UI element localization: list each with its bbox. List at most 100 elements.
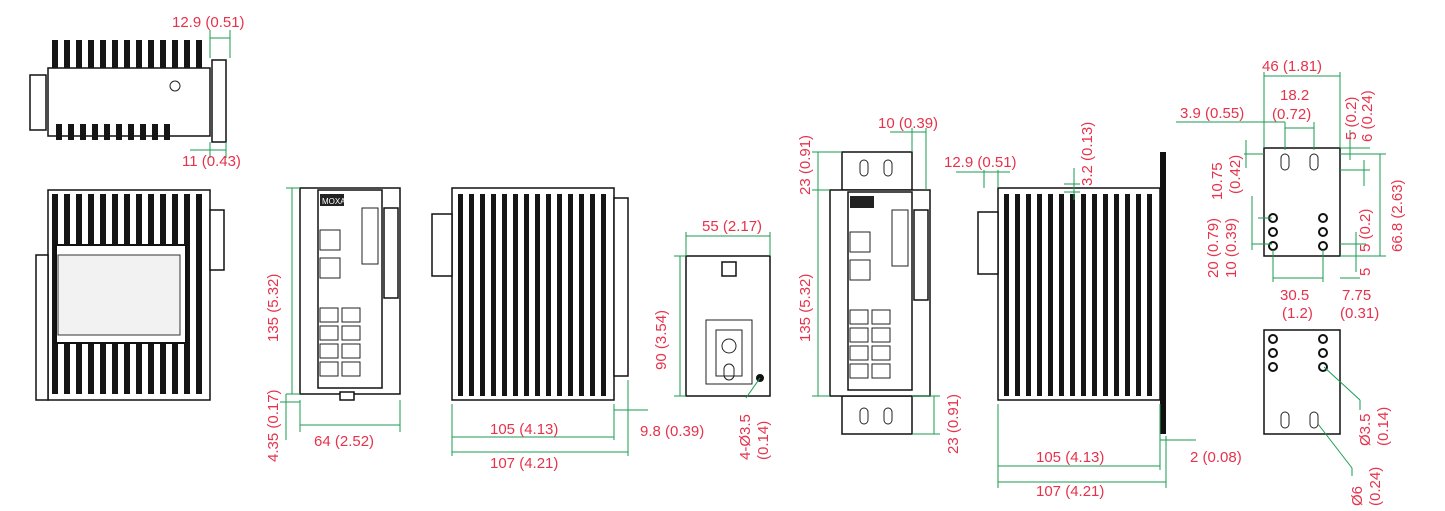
dim-line <box>745 377 761 399</box>
dim-label: 10 (0.39) <box>878 115 938 132</box>
heatsink-fin <box>1004 194 1009 396</box>
heatsink-fin <box>88 40 94 68</box>
mounting-hole <box>1318 241 1328 251</box>
side-view: 105 (4.13) 107 (4.21) 9.8 (0.39) <box>431 187 704 472</box>
heatsink-fin <box>184 40 190 68</box>
ethernet-port <box>849 345 869 361</box>
front-view-port <box>319 229 341 251</box>
heatsink-fin <box>1059 194 1064 396</box>
ethernet-port <box>871 327 891 343</box>
wall-mount-ethernet-ports <box>849 309 891 379</box>
wall-mount-front-view: 10 (0.39) 23 (0.91) 135 (5.32) 23 (0.91) <box>797 115 962 454</box>
bracket-keyhole <box>859 159 869 177</box>
mounting-hole <box>1268 362 1278 372</box>
mounting-hole <box>1318 334 1328 344</box>
heatsink-fin <box>140 124 146 140</box>
mounting-hole <box>1318 362 1328 372</box>
dim-label: (0.42) <box>1227 155 1244 194</box>
dim-label: 12.9 (0.51) <box>944 154 1017 171</box>
din-rail-clip <box>705 319 753 385</box>
dim-label: 5 (0.2) <box>1343 97 1360 140</box>
heatsink-fin <box>557 194 562 396</box>
ethernet-port <box>341 343 361 359</box>
heatsink-fin <box>480 194 485 396</box>
dim-label: 64 (2.52) <box>314 433 374 450</box>
wall-mount-side-bar <box>913 209 929 301</box>
dim-label: 7.75 <box>1342 287 1371 304</box>
side-view-fins <box>458 194 606 396</box>
heatsink-fin <box>136 40 142 68</box>
heatsink-fin <box>524 194 529 396</box>
heatsink-fin <box>56 124 62 140</box>
wall-plate-top-view: 46 (1.81) 18.2 (0.72) 3.9 (0.55) 5 (0.2)… <box>1176 58 1406 322</box>
heatsink-fin <box>1114 194 1119 396</box>
heatsink-fin <box>535 194 540 396</box>
dim-label: 105 (4.13) <box>1036 449 1104 466</box>
heatsink-fin <box>148 40 154 68</box>
dim-label: 10.75 <box>1209 162 1226 200</box>
wall-plate-bottom-holes <box>1268 334 1328 372</box>
heatsink-fin <box>64 40 70 68</box>
heatsink-fin <box>76 40 82 68</box>
wall-side-connector <box>977 211 999 275</box>
dim-label: (0.31) <box>1340 305 1379 322</box>
mounting-hole <box>1268 348 1278 358</box>
side-view-body <box>451 187 615 401</box>
wall-side-body <box>997 187 1161 401</box>
dim-label: Ø3.5 <box>1357 413 1374 446</box>
wall-mount-logo-box <box>850 196 874 208</box>
rear-view-clip <box>209 209 225 271</box>
din-rail-slot <box>721 261 737 277</box>
wall-mount-side-view: 12.9 (0.51) 3.2 (0.13) 105 (4.13) 2 (0.0… <box>944 122 1242 500</box>
dim-label: 20 (0.79) <box>1205 218 1222 278</box>
heatsink-fin <box>160 40 166 68</box>
dim-label: 135 (5.32) <box>265 274 282 342</box>
wall-plate-keyhole <box>1309 153 1319 171</box>
wall-mount-port <box>849 259 871 281</box>
front-view: MOXA 135 (5.32) 4.35 (0.17) 64 (2.52) <box>265 187 401 462</box>
heatsink-fin <box>1103 194 1108 396</box>
din-rail-plate <box>685 255 771 397</box>
heatsink-fin <box>164 124 170 140</box>
dim-line <box>1323 366 1361 401</box>
ethernet-port <box>319 343 339 359</box>
dim-label: 11 (0.43) <box>182 153 241 170</box>
front-view-port <box>319 257 341 279</box>
dim-label: 5 <box>1357 268 1374 276</box>
dim-line <box>1317 423 1353 469</box>
heatsink-fin <box>112 40 118 68</box>
heatsink-fin <box>1048 194 1053 396</box>
dim-label: (0.72) <box>1272 106 1311 123</box>
mounting-hole <box>1318 348 1328 358</box>
heatsink-fin <box>579 194 584 396</box>
heatsink-fin <box>1125 194 1130 396</box>
dim-label: 12.9 (0.51) <box>172 14 245 31</box>
heatsink-fin <box>502 194 507 396</box>
dim-label: 5 (0.2) <box>1357 209 1374 252</box>
side-view-din-clip <box>613 197 629 377</box>
wall-mount-bracket-top <box>841 151 913 191</box>
dim-label: 55 (2.17) <box>702 218 762 235</box>
mounting-hole <box>1268 241 1278 251</box>
dim-label: 90 (3.54) <box>653 310 670 370</box>
heatsink-fin <box>491 194 496 396</box>
heatsink-fin <box>1147 194 1152 396</box>
heatsink-fin <box>1037 194 1042 396</box>
wall-mount-bracket-bottom <box>841 395 913 435</box>
heatsink-fin <box>124 40 130 68</box>
dim-label: 6 (0.24) <box>1359 90 1376 142</box>
top-view-fins-lower <box>56 124 170 140</box>
dim-label: 3.9 (0.55) <box>1180 105 1244 122</box>
ethernet-port <box>849 309 869 325</box>
wall-plate-holes <box>1268 213 1328 251</box>
top-view-fins-upper <box>52 40 202 68</box>
ethernet-port <box>319 307 339 323</box>
wall-mount-port <box>849 231 871 253</box>
heatsink-fin <box>1026 194 1031 396</box>
heatsink-fin <box>172 40 178 68</box>
din-rail-hole <box>721 338 737 354</box>
heatsink-fin <box>1015 194 1020 396</box>
heatsink-fin <box>196 194 202 394</box>
mounting-hole <box>1318 227 1328 237</box>
